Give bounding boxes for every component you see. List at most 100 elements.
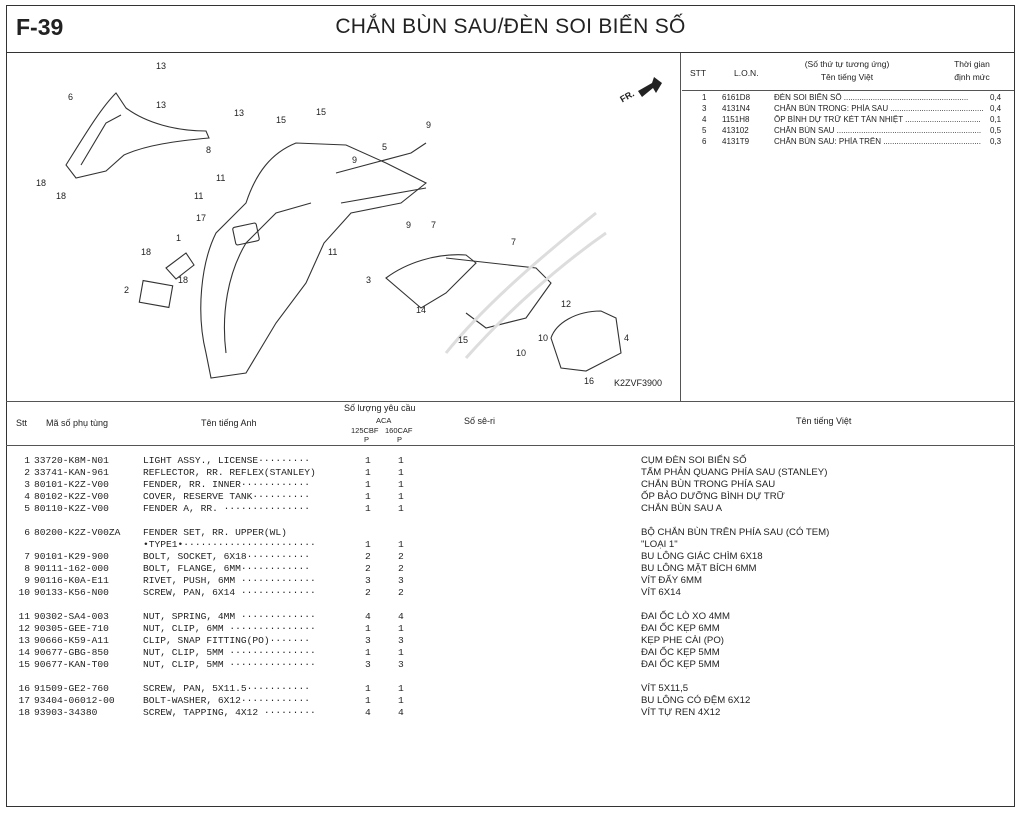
inner-fender-part xyxy=(385,254,477,309)
part-vietnamese-name: KẸP PHE CÀI (PO) xyxy=(641,635,724,646)
col-time-line2: định mức xyxy=(954,72,990,82)
labor-time: 0,1 xyxy=(990,115,1002,124)
part-number: 80101-K2Z-V00 xyxy=(34,479,109,490)
part-callout-number: 5 xyxy=(382,142,387,152)
part-qty-160: 4 xyxy=(398,707,404,718)
part-number: 91509-GE2-760 xyxy=(34,683,109,694)
part-qty-125: 3 xyxy=(365,659,371,670)
part-qty-160: 1 xyxy=(398,623,404,634)
labor-stt: 3 xyxy=(702,104,707,113)
part-qty-160: 1 xyxy=(398,503,404,514)
col-lon: L.O.N. xyxy=(734,68,759,78)
col-vietnamese-name: Tên tiếng Việt xyxy=(796,416,852,426)
part-callout-number: 9 xyxy=(406,220,411,230)
part-vietnamese-name: CHẮN BÙN TRONG PHÍA SAU xyxy=(641,479,776,490)
col-stt: Stt xyxy=(16,418,28,428)
page-frame xyxy=(6,5,1015,807)
part-qty-160: 1 xyxy=(398,467,404,478)
labor-name: CHẮN BÙN TRONG: PHÍA SAU ...............… xyxy=(774,104,984,113)
part-qty-125: 3 xyxy=(365,575,371,586)
part-number: 33741-KAN-961 xyxy=(34,467,109,478)
col-desc-line2: Tên tiếng Việt xyxy=(820,72,874,82)
part-english-name: SCREW, PAN, 6X14 ············· xyxy=(143,587,316,598)
labor-name: CHẮN BÙN SAU ...........................… xyxy=(774,126,982,135)
part-callout-number: 7 xyxy=(431,220,436,230)
part-number: 33720-K8M-N01 xyxy=(34,455,109,466)
labor-stt: 5 xyxy=(702,126,707,135)
part-qty-125: 4 xyxy=(365,611,371,622)
front-direction-label: FR. xyxy=(618,88,636,104)
part-callout-number: 18 xyxy=(56,191,66,201)
part-callout-number: 7 xyxy=(511,237,516,247)
part-english-name: CLIP, SNAP FITTING(PO)······· xyxy=(143,635,310,646)
part-vietnamese-name: BU LÔNG MẶT BÍCH 6MM xyxy=(641,563,757,574)
part-qty-160: 1 xyxy=(398,479,404,490)
part-vietnamese-name: ỐP BẢO DƯỠNG BÌNH DỰ TRỮ xyxy=(641,491,785,502)
part-vietnamese-name: CHẮN BÙN SAU A xyxy=(641,503,723,514)
part-vietnamese-name: TẤM PHẢN QUANG PHÍA SAU (STANLEY) xyxy=(641,467,828,478)
part-callout-number: 4 xyxy=(624,333,629,343)
part-qty-160: 4 xyxy=(398,611,404,622)
part-english-name: NUT, CLIP, 6MM ··············· xyxy=(143,623,316,634)
part-callout-number: 18 xyxy=(141,247,151,257)
labor-stt: 4 xyxy=(702,115,707,124)
part-number: 90666-K59-A11 xyxy=(34,635,109,646)
part-english-name: NUT, CLIP, 5MM ··············· xyxy=(143,659,316,670)
part-qty-160: 3 xyxy=(398,575,404,586)
part-qty-125: 3 xyxy=(365,635,371,646)
part-callout-number: 16 xyxy=(584,376,594,386)
part-qty-125: 2 xyxy=(365,563,371,574)
part-qty-125: 1 xyxy=(365,491,371,502)
col-part-number: Mã số phụ tùng xyxy=(46,418,109,428)
part-qty-125: 1 xyxy=(365,623,371,634)
part-stt: 4 xyxy=(24,491,30,502)
part-stt: 10 xyxy=(18,587,30,598)
part-number: 90133-K56-N00 xyxy=(34,587,109,598)
part-qty-160: 3 xyxy=(398,659,404,670)
part-english-name: NUT, CLIP, 5MM ··············· xyxy=(143,647,316,658)
part-english-name: REFLECTOR, RR. REFLEX(STANLEY) xyxy=(143,467,316,478)
part-stt: 11 xyxy=(18,611,30,622)
part-qty-160: 1 xyxy=(398,491,404,502)
part-english-name: COVER, RESERVE TANK·········· xyxy=(143,491,310,502)
part-callout-number: 9 xyxy=(352,155,357,165)
part-qty-160: 2 xyxy=(398,551,404,562)
part-qty-125: 1 xyxy=(365,503,371,514)
part-stt: 13 xyxy=(18,635,30,646)
part-vietnamese-name: "LOẠI 1" xyxy=(641,539,678,550)
reflector-part xyxy=(138,279,174,309)
part-callout-number: 13 xyxy=(156,100,166,110)
part-stt: 17 xyxy=(18,695,30,706)
part-callout-number: 17 xyxy=(196,213,206,223)
col-p2: P xyxy=(397,435,403,444)
part-vietnamese-name: BU LÔNG GIÁC CHÌM 6X18 xyxy=(641,551,763,562)
part-number: 90677-GBG-850 xyxy=(34,647,109,658)
labor-lon: 1151H8 xyxy=(722,115,750,124)
part-english-name: •TYPE1•······················· xyxy=(143,539,316,550)
part-qty-125: 2 xyxy=(365,587,371,598)
part-qty-160: 1 xyxy=(398,455,404,466)
diagram-code: K2ZVF3900 xyxy=(614,378,662,388)
part-number: 90677-KAN-T00 xyxy=(34,659,109,670)
part-number: 80110-K2Z-V00 xyxy=(34,503,109,514)
labor-name: ĐÈN SOI BIỂN SỐ ........................… xyxy=(774,93,969,102)
part-qty-125: 1 xyxy=(365,467,371,478)
part-callout-number: 10 xyxy=(516,348,526,358)
part-vietnamese-name: ĐAI ỐC KẸP 5MM xyxy=(641,647,720,658)
part-stt: 6 xyxy=(24,527,30,538)
labor-lon: 6161D8 xyxy=(722,93,751,102)
labor-stt: 6 xyxy=(702,137,707,146)
part-english-name: BOLT, SOCKET, 6X18··········· xyxy=(143,551,310,562)
part-vietnamese-name: ĐAI ỐC LÒ XO 4MM xyxy=(641,611,731,622)
